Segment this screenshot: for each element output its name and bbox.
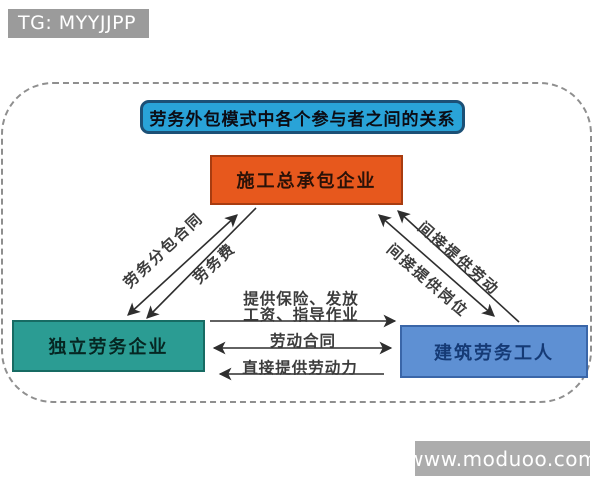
edge-label-insurance-wages-line2: 工资、指导作业 (243, 306, 359, 324)
node-general-contractor: 施工总承包企业 (210, 155, 403, 205)
node-independent-labor-company: 独立劳务企业 (12, 320, 205, 372)
watermark: www.moduoo.com (407, 441, 597, 476)
node-construction-workers: 建筑劳务工人 (400, 325, 588, 378)
edge-label-direct-labor: 直接提供劳动力 (242, 359, 358, 377)
diagram-dashed-frame (1, 82, 592, 403)
diagram-title: 劳务外包模式中各个参与者之间的关系 (140, 100, 465, 134)
edge-label-insurance-wages-line1: 提供保险、发放 (243, 290, 359, 308)
edge-label-labor-contract: 劳动合同 (269, 332, 337, 350)
tg-banner: TG: MYYJJPP (8, 9, 149, 38)
